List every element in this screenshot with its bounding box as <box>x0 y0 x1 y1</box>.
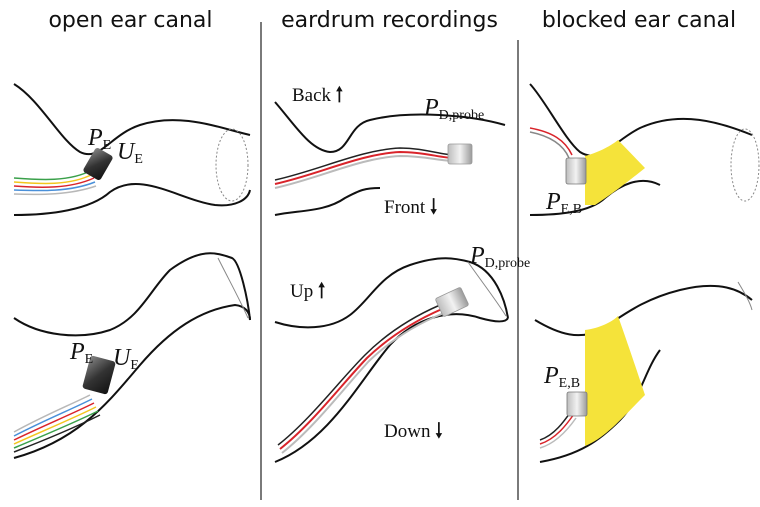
label-peb-top: PE,B <box>546 190 582 217</box>
label-back: Back 🠑 <box>292 84 343 105</box>
label-pd-probe-bottom: PD,probe <box>470 244 530 271</box>
label-front: Front 🠓 <box>384 196 437 217</box>
label-down: Down 🠓 <box>384 420 442 441</box>
arrow-down-icon: 🠓 <box>430 194 437 218</box>
blocking-compound <box>585 140 645 205</box>
arrow-up-icon: 🠑 <box>318 278 325 302</box>
arrow-up-icon: 🠑 <box>336 82 343 106</box>
label-ue-bottom: UE <box>113 346 139 373</box>
label-peb-bottom: PE,B <box>544 364 580 391</box>
canal-outline-upper <box>530 84 752 156</box>
probe-tube <box>435 287 469 317</box>
canal-outline-upper <box>535 286 752 335</box>
label-up: Up 🠑 <box>290 280 325 301</box>
title-eardrum-recordings: eardrum recordings <box>261 8 518 38</box>
wires <box>14 170 92 180</box>
canal-outline-lower <box>275 188 380 215</box>
microphone <box>566 158 586 184</box>
wires <box>275 148 455 180</box>
label-pe-top: PE <box>88 126 111 153</box>
title-blocked-ear-canal: blocked ear canal <box>518 8 760 38</box>
canal-outline-upper <box>14 253 250 335</box>
label-pe-bottom: PE <box>70 340 93 367</box>
label-pd-probe-top: PD,probe <box>424 96 484 123</box>
canal-outline-lower <box>14 184 250 215</box>
title-open-ear-canal: open ear canal <box>0 8 261 38</box>
canal-outline-lower <box>14 305 250 458</box>
label-ue-top: UE <box>117 140 143 167</box>
probe-tube <box>448 144 472 164</box>
eardrum-outline <box>216 129 248 201</box>
blocking-compound <box>585 316 645 446</box>
eardrum-outline <box>731 129 759 201</box>
microphone <box>567 392 587 416</box>
arrow-down-icon: 🠓 <box>435 418 442 442</box>
